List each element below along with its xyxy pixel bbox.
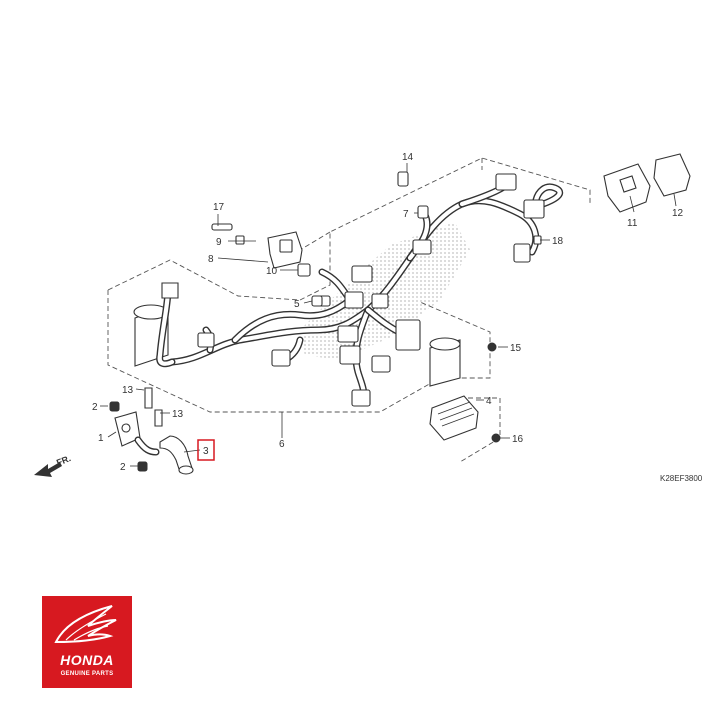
front-label: FR.	[55, 453, 72, 468]
highlight-box	[197, 439, 215, 461]
wire-harness	[168, 178, 564, 404]
dashed-group-outlines	[107, 157, 591, 463]
relay-bracket	[267, 231, 303, 269]
callout-13a[interactable]: 13	[122, 385, 134, 396]
brand-name: HONDA	[60, 652, 114, 668]
callout-leaders	[100, 163, 677, 467]
brand-tagline: GENUINE PARTS	[60, 671, 114, 677]
callout-11[interactable]: 11	[627, 218, 638, 229]
callout-13b[interactable]: 13	[172, 409, 184, 420]
callout-6[interactable]: 6	[279, 439, 285, 450]
callout-3[interactable]: 3	[203, 446, 209, 457]
drawing-code: K28EF3800	[660, 474, 703, 483]
part-4-regulator	[429, 337, 479, 441]
callout-4[interactable]: 4	[486, 396, 492, 407]
honda-logo: HONDA GENUINE PARTS	[42, 596, 132, 688]
part-1-bracket	[114, 411, 160, 456]
callout-17[interactable]: 17	[213, 202, 225, 213]
callout-12[interactable]: 12	[672, 208, 684, 219]
callout-7[interactable]: 7	[403, 209, 409, 220]
callout-16[interactable]: 16	[512, 434, 524, 445]
callout-9[interactable]: 9	[216, 237, 222, 248]
callout-15[interactable]: 15	[510, 343, 522, 354]
harness-connectors	[197, 173, 545, 407]
connector-11-12	[603, 153, 691, 213]
callout-18[interactable]: 18	[552, 236, 564, 247]
wing-icon	[54, 605, 117, 644]
callout-5[interactable]: 5	[294, 299, 300, 310]
callout-1[interactable]: 1	[98, 433, 104, 444]
callout-2b[interactable]: 2	[120, 462, 126, 473]
callout-10[interactable]: 10	[266, 266, 278, 277]
part-3-cap	[159, 435, 194, 475]
callout-8[interactable]: 8	[208, 254, 214, 265]
front-arrow: FR.	[34, 453, 72, 477]
callout-14[interactable]: 14	[402, 152, 414, 163]
fasteners	[109, 171, 542, 472]
callout-numbers: 14 17 9 8 10 7 5 18 11 12 15 4 16 6 13 1…	[92, 152, 684, 473]
callout-2a[interactable]: 2	[92, 402, 98, 413]
canister-assembly	[133, 282, 179, 368]
